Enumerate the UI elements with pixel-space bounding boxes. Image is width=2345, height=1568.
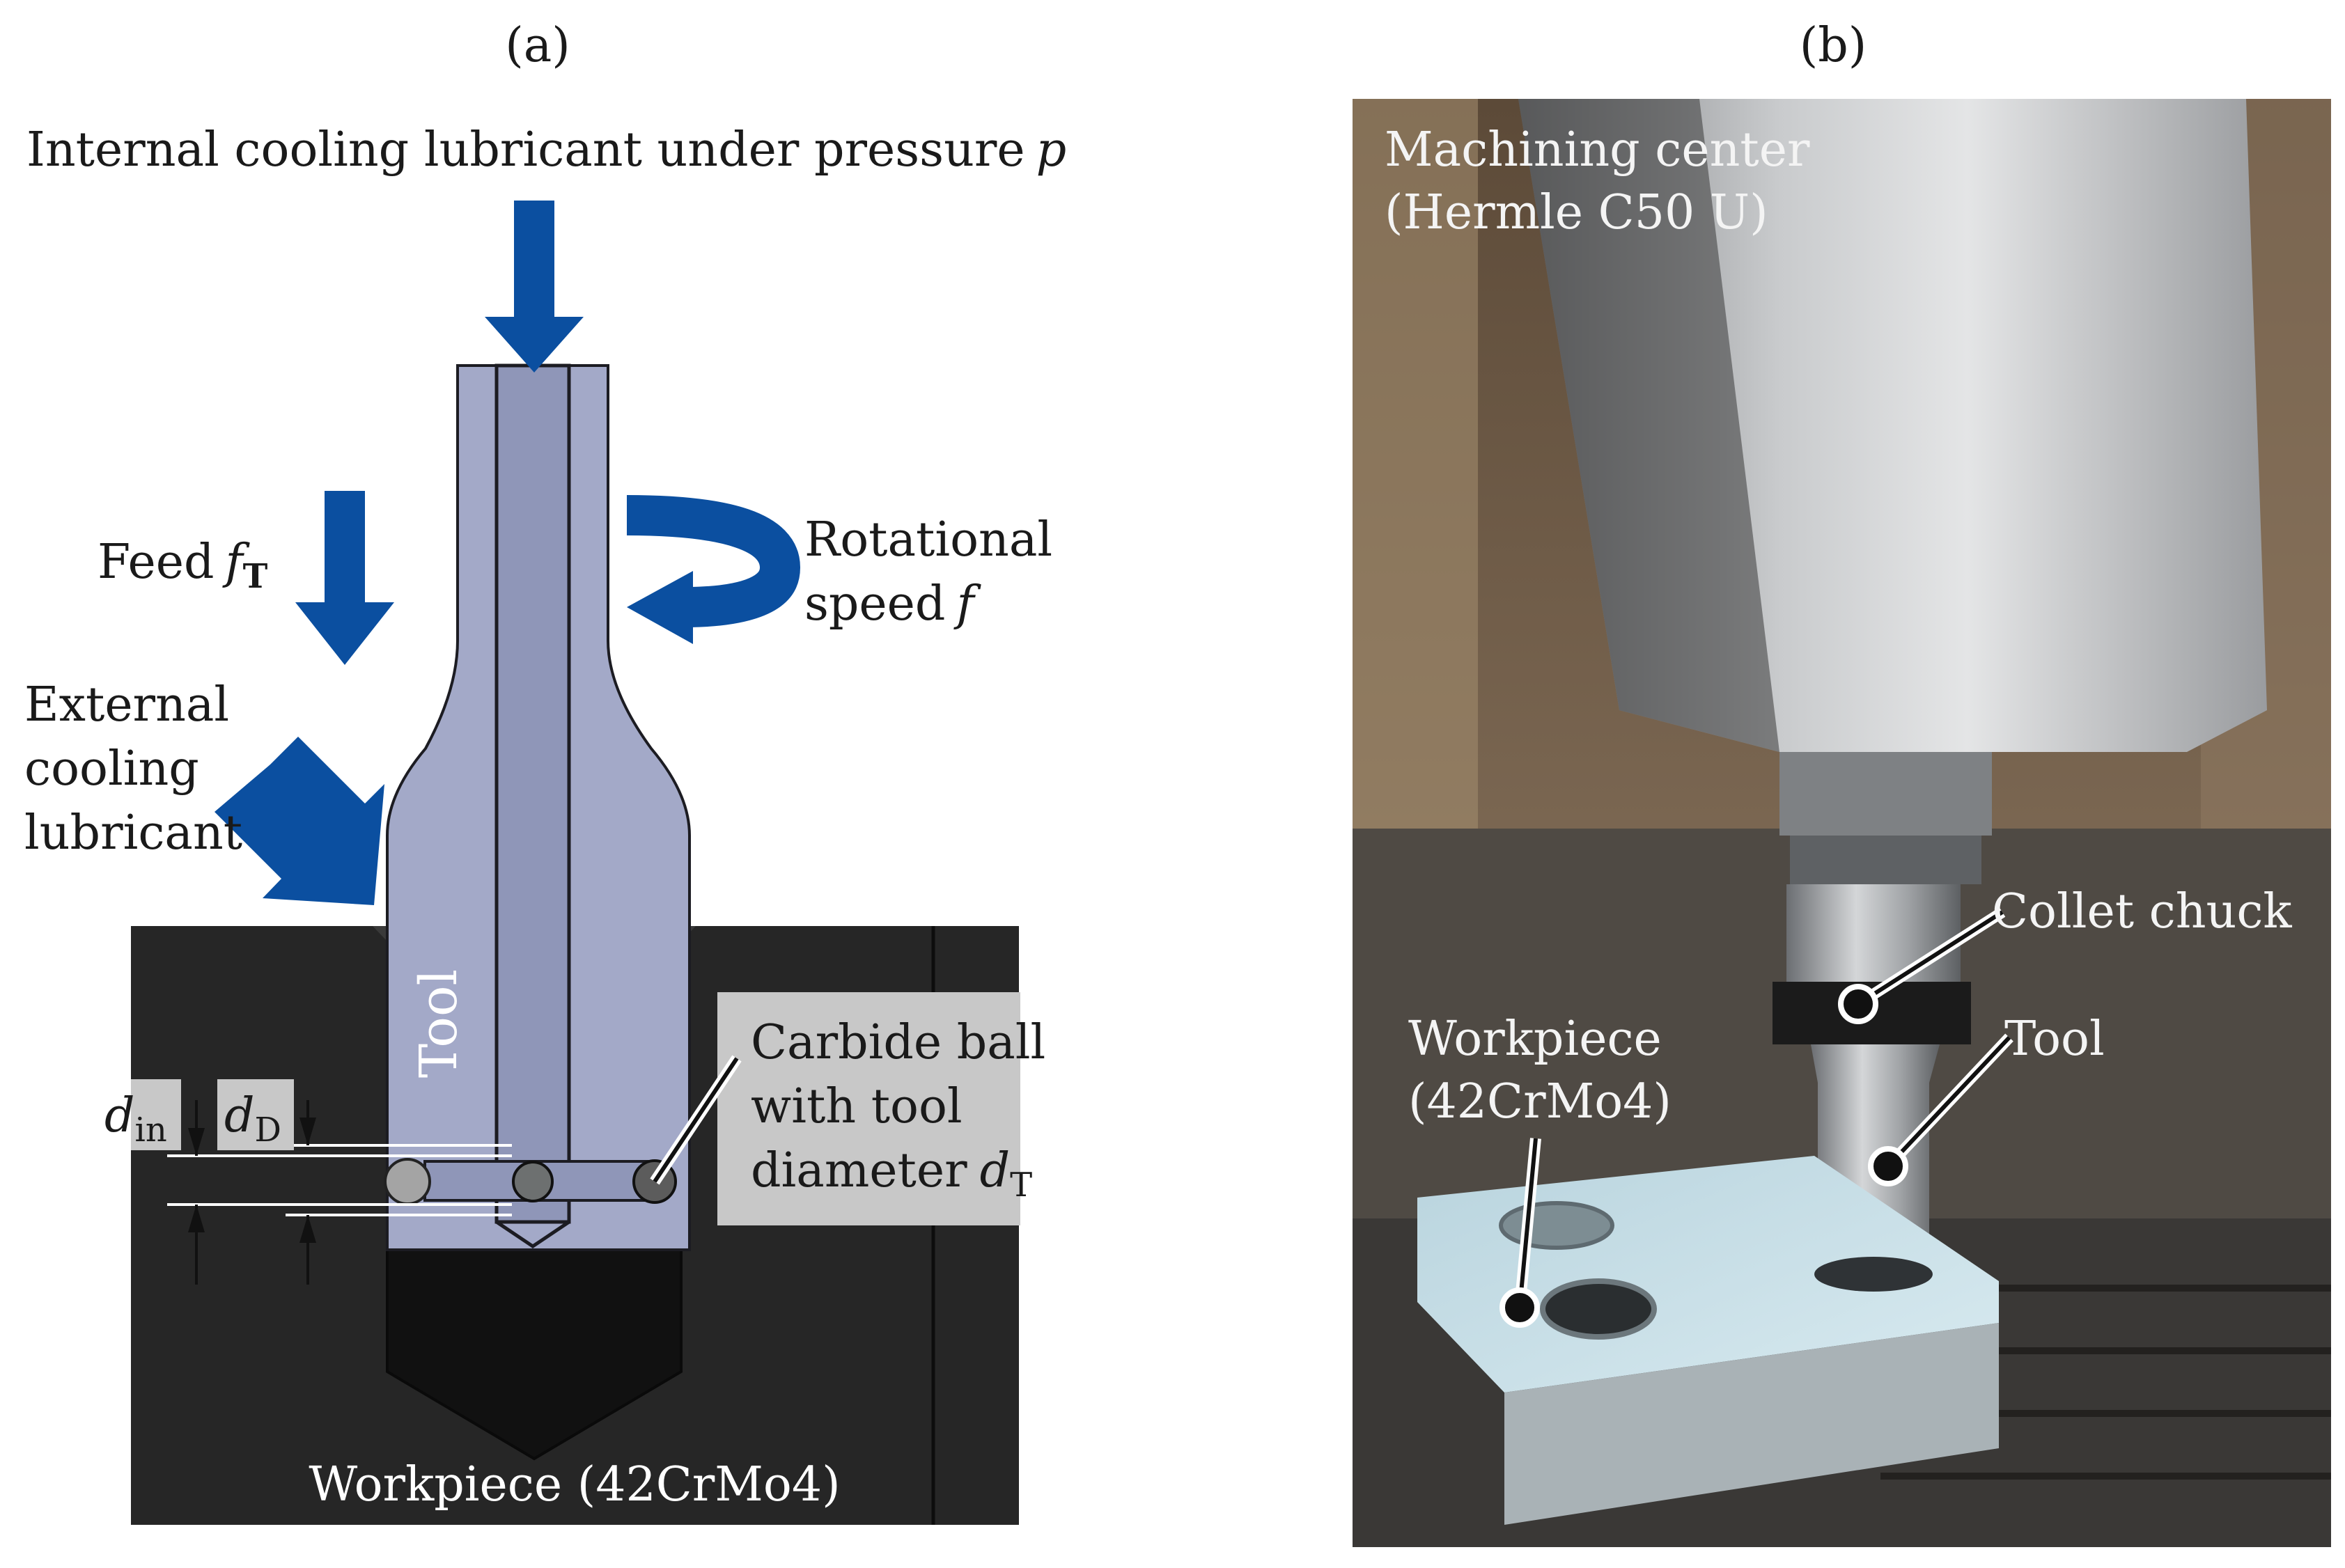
carbide-line1: Carbide ball	[751, 1015, 1045, 1070]
machining-line2: (Hermle C50 U)	[1385, 185, 1768, 240]
hole-2	[1540, 1278, 1657, 1340]
collet-body	[1786, 884, 1961, 996]
workpiece-front	[1504, 1323, 1999, 1525]
d-in-arrow-bottom	[188, 1205, 205, 1232]
photo-tool-label: Tool	[2004, 1012, 2105, 1067]
d-d-arrow-top	[299, 1118, 316, 1145]
carbide-line2: with tool	[751, 1079, 963, 1134]
external-line3: lubricant	[24, 806, 242, 861]
machining-line1: Machining center	[1385, 123, 1810, 178]
tool-label: Tool	[409, 969, 469, 1078]
d-in-label: din	[104, 1088, 167, 1150]
rotation-label-line1: Rotational	[804, 512, 1052, 567]
rotation-arrow-head	[627, 571, 693, 644]
hole-1	[1499, 1201, 1614, 1250]
d-d-box	[217, 1079, 294, 1150]
external-cooling-arrow	[215, 737, 384, 905]
spindle-nose	[1779, 752, 1992, 836]
cooling-channel	[494, 363, 571, 1224]
rotation-arrow-body	[626, 495, 801, 627]
d-d-arrow-bottom	[299, 1215, 316, 1243]
left-ball	[384, 1158, 431, 1205]
center-ball	[512, 1161, 554, 1202]
dimension-lines	[167, 1144, 512, 1216]
spindle-shadow	[1518, 99, 1779, 752]
external-line2: cooling	[24, 742, 199, 797]
spindle-ring	[1790, 836, 1981, 884]
feed-arrow	[295, 491, 394, 665]
panel-b: (b)	[1353, 18, 2331, 1547]
hole-3	[1814, 1257, 1933, 1292]
left-wall	[1353, 99, 1478, 830]
panel-a-caption: (a)	[505, 18, 570, 73]
d-d-label: dD	[224, 1088, 281, 1150]
workpiece-dot	[1499, 1287, 1540, 1328]
d-in-arrow-top	[188, 1128, 205, 1156]
channel-tip	[495, 1220, 570, 1249]
collet-label: Collet chuck	[1992, 884, 2292, 939]
photo-leaders	[1514, 907, 2013, 1308]
d-in-box	[131, 1079, 181, 1150]
panel-b-caption: (b)	[1800, 18, 1867, 73]
workpiece-label: Workpiece (42CrMo4)	[309, 1457, 840, 1512]
internal-cooling-arrow	[485, 201, 584, 373]
carbide-leader	[653, 1057, 739, 1183]
blue-arrows	[215, 201, 584, 905]
external-line1: External	[24, 677, 229, 732]
photo-workpiece-line1: Workpiece	[1408, 1012, 1662, 1067]
panel-a: (a) Tool	[24, 18, 1066, 1525]
photo-workpiece-line2: (42CrMo4)	[1408, 1074, 1672, 1129]
collet-dot	[1838, 984, 1878, 1024]
carbide-box	[717, 992, 1020, 1225]
tool-dot	[1868, 1146, 1908, 1186]
internal-cooling-label: Internal cooling lubricant under pressur…	[26, 123, 1066, 178]
